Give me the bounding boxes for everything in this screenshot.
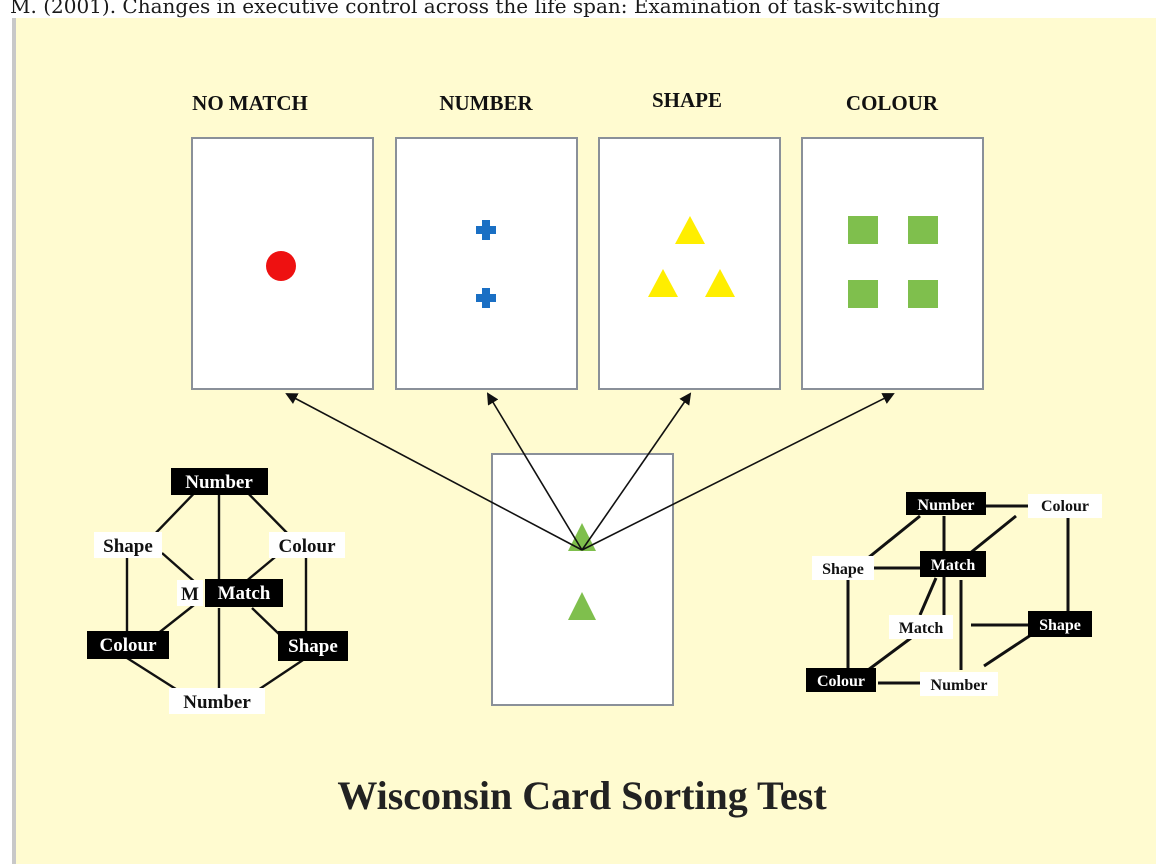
diagram-title: Wisconsin Card Sorting Test bbox=[337, 773, 827, 818]
green-square bbox=[908, 280, 938, 308]
card-colour bbox=[801, 137, 984, 390]
card-heading-shape: SHAPE bbox=[652, 88, 722, 112]
left-node-colour: Colour bbox=[279, 536, 337, 557]
right-node-colour-dark: Colour bbox=[817, 673, 865, 690]
right-node-shape: Shape bbox=[822, 561, 864, 578]
right-node-match-dark: Match bbox=[931, 557, 976, 574]
right-node-match: Match bbox=[899, 620, 944, 637]
sorting-arrows bbox=[285, 392, 895, 551]
left-node-m: M bbox=[181, 584, 199, 605]
card-heading-no-match: NO MATCH bbox=[192, 91, 308, 115]
left-node-shape-dark: Shape bbox=[288, 636, 338, 657]
green-square bbox=[848, 216, 878, 244]
yellow-triangle bbox=[675, 216, 705, 244]
right-node-colour: Colour bbox=[1041, 498, 1089, 515]
left-node-match: Match bbox=[218, 583, 271, 604]
left-node-colour-dark: Colour bbox=[100, 635, 158, 656]
right-node-number-bottom: Number bbox=[931, 677, 988, 694]
green-triangle bbox=[568, 523, 596, 551]
red-circle bbox=[266, 251, 296, 281]
card-shape bbox=[598, 137, 781, 390]
card-heading-colour: COLOUR bbox=[846, 91, 939, 115]
card-number bbox=[395, 137, 578, 390]
right-node-number: Number bbox=[918, 497, 975, 514]
green-square bbox=[848, 280, 878, 308]
blue-cross bbox=[476, 220, 496, 240]
wcst-diagram: NO MATCH NUMBER SHAPE COLOUR bbox=[87, 88, 1102, 818]
left-node-number-bottom: Number bbox=[183, 692, 251, 713]
card-no-match bbox=[191, 137, 374, 390]
green-square bbox=[908, 216, 938, 244]
card-heading-number: NUMBER bbox=[439, 91, 533, 115]
left-node-number-top: Number bbox=[185, 472, 253, 493]
blue-cross bbox=[476, 288, 496, 308]
green-triangle bbox=[568, 592, 596, 620]
right-rule-graph: Number Colour Shape Match Match Shape Co… bbox=[806, 492, 1102, 696]
wcst-figure: NO MATCH NUMBER SHAPE COLOUR bbox=[12, 18, 1156, 864]
left-node-shape: Shape bbox=[103, 536, 153, 557]
yellow-triangle bbox=[648, 269, 678, 297]
right-node-shape-dark: Shape bbox=[1039, 617, 1081, 634]
yellow-triangle bbox=[705, 269, 735, 297]
left-rule-graph: Number Shape Colour M Match Colour Shape… bbox=[87, 468, 348, 714]
response-card bbox=[491, 453, 674, 706]
caption-text: M. (2001). Changes in executive control … bbox=[10, 0, 941, 18]
